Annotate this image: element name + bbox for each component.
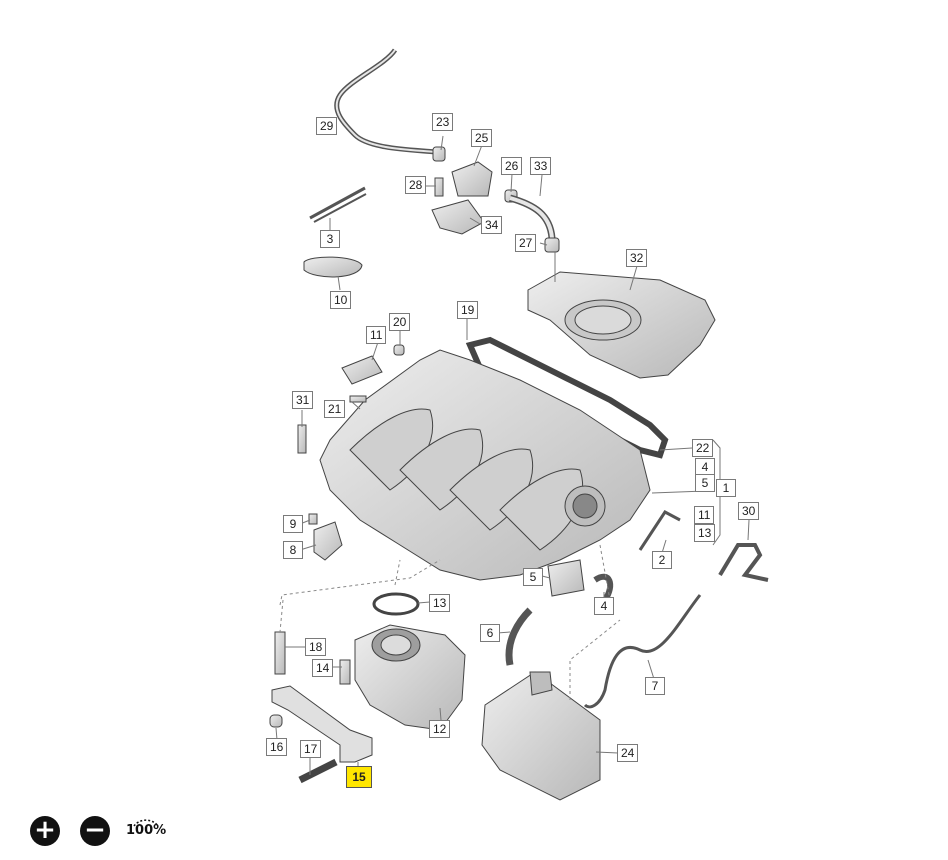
part-hose-29 (334, 48, 436, 155)
zoom-reset-button[interactable]: 100% (126, 814, 166, 848)
part-27 (544, 237, 560, 253)
part-14 (339, 659, 351, 685)
callout-1[interactable]: 1 (716, 479, 736, 497)
callout-28[interactable]: 28 (405, 176, 427, 194)
callout-31[interactable]: 31 (292, 391, 314, 409)
part-clamp-10 (303, 256, 363, 278)
callout-9[interactable]: 9 (283, 515, 303, 533)
part-bracket-15 (271, 685, 373, 763)
callout-11-top[interactable]: 11 (366, 326, 387, 344)
part-hose-30 (718, 543, 769, 582)
callout-11-right[interactable]: 11 (694, 506, 715, 524)
plus-circle-icon[interactable]: + (30, 816, 60, 846)
callout-25[interactable]: 25 (471, 129, 493, 147)
part-3 (309, 186, 366, 220)
callout-12[interactable]: 12 (429, 720, 451, 738)
callout-22[interactable]: 22 (692, 439, 714, 457)
callout-19[interactable]: 19 (457, 301, 479, 319)
callout-23[interactable]: 23 (432, 113, 454, 131)
part-21 (349, 395, 367, 403)
part-sensor-8 (313, 521, 343, 561)
callout-5-right[interactable]: 5 (695, 474, 715, 492)
part-28 (434, 177, 444, 197)
callout-13[interactable]: 13 (429, 594, 451, 612)
part-oring-13 (372, 592, 420, 616)
callout-5[interactable]: 5 (523, 568, 543, 586)
part-hose-4 (593, 573, 614, 602)
part-stud-18 (274, 631, 286, 675)
callout-27[interactable]: 27 (515, 234, 537, 252)
part-20 (393, 344, 405, 356)
callout-30[interactable]: 30 (738, 502, 760, 520)
callout-10[interactable]: 10 (330, 291, 352, 309)
callout-14[interactable]: 14 (312, 659, 334, 677)
callout-15-highlighted[interactable]: 15 (346, 766, 372, 788)
callout-3[interactable]: 3 (320, 230, 340, 248)
callout-4[interactable]: 4 (594, 597, 614, 615)
zoom-reset-label: 100% (126, 823, 167, 838)
callout-34[interactable]: 34 (481, 216, 503, 234)
part-hose-2 (638, 510, 681, 551)
callout-2[interactable]: 2 (652, 551, 672, 569)
callout-33[interactable]: 33 (530, 157, 552, 175)
part-23 (432, 146, 446, 162)
part-16 (269, 714, 283, 728)
callout-21[interactable]: 21 (324, 400, 346, 418)
callout-8[interactable]: 8 (283, 541, 303, 559)
callout-26[interactable]: 26 (501, 157, 523, 175)
part-bolt-17 (298, 758, 338, 784)
part-hose-7 (583, 594, 702, 709)
callout-18[interactable]: 18 (305, 638, 327, 656)
callout-17[interactable]: 17 (300, 740, 322, 758)
callout-7[interactable]: 7 (645, 677, 665, 695)
rotate-icon (133, 819, 159, 827)
part-sensor-11 (341, 355, 383, 385)
callout-29[interactable]: 29 (316, 117, 338, 135)
callout-32[interactable]: 32 (626, 249, 648, 267)
minus-circle-icon[interactable]: − (80, 816, 110, 846)
part-bolt-31 (297, 424, 307, 454)
part-valve-5 (547, 559, 585, 597)
part-valve-25 (451, 161, 493, 197)
part-hose-6 (505, 607, 533, 666)
part-9 (308, 513, 318, 525)
callout-16[interactable]: 16 (266, 738, 288, 756)
callout-13-right[interactable]: 13 (694, 524, 716, 542)
part-bracket-34 (431, 199, 485, 235)
callout-20[interactable]: 20 (389, 313, 411, 331)
callout-6[interactable]: 6 (480, 624, 500, 642)
callout-24[interactable]: 24 (617, 744, 639, 762)
